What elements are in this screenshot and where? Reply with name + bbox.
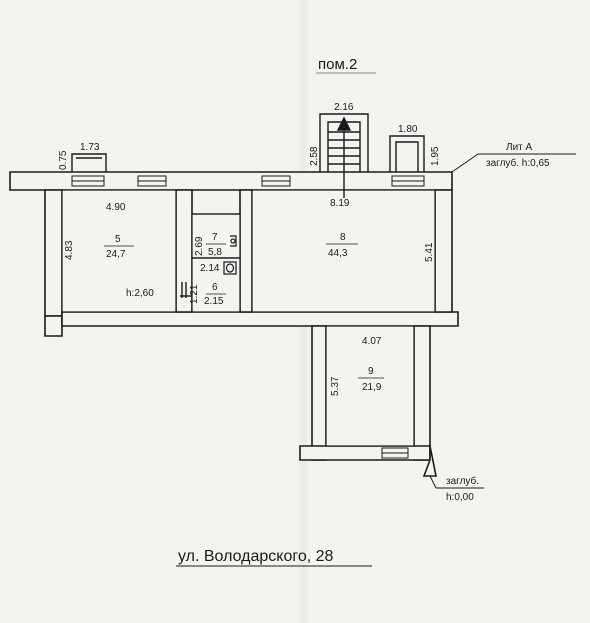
street-caption: ул. Володарского, 28 xyxy=(178,548,334,565)
dim-room9-width: 4.07 xyxy=(362,336,382,347)
toilet-icon xyxy=(223,261,237,275)
room-8 xyxy=(251,189,436,313)
lit-a-label: Лит А xyxy=(506,142,533,153)
wall-room9-bottom xyxy=(299,445,431,461)
room5-number: 5 xyxy=(115,234,121,245)
room5-area: 24,7 xyxy=(106,249,126,260)
room-5 xyxy=(61,189,177,313)
hatching xyxy=(180,282,192,298)
dim-room6-width-top: 2.14 xyxy=(200,263,220,274)
dim-entry-right-width: 1.80 xyxy=(398,124,418,135)
dim-room6-width-bottom: 2.15 xyxy=(204,296,224,307)
wall-jog xyxy=(422,445,437,477)
room8-number: 8 xyxy=(340,232,346,243)
wall-partition-7-8 xyxy=(239,189,253,313)
room7-number: 7 xyxy=(212,232,218,243)
dim-window-left-depth: 0.75 xyxy=(58,150,69,170)
lit-a-leader xyxy=(451,153,576,173)
room9-number: 9 xyxy=(368,366,374,377)
room-6 xyxy=(191,257,241,313)
wall-left-lower xyxy=(44,315,63,337)
wall-bottom xyxy=(61,311,459,327)
dim-room8-width: 8.19 xyxy=(330,198,350,209)
room6-number: 6 xyxy=(212,282,218,293)
room-interiors xyxy=(61,189,436,447)
labels: пом.2 ул. Володарского, 28 1.73 0.75 2.1… xyxy=(58,56,550,565)
wall-left xyxy=(44,189,63,317)
depth-bottom-label-2: h:0,00 xyxy=(446,492,474,503)
depth-bottom-label-1: заглуб. xyxy=(446,475,479,487)
entry-pit-right xyxy=(389,135,425,172)
walls xyxy=(9,171,459,477)
dim-room7-length: 2.69 xyxy=(194,236,205,256)
room7-area: 5,8 xyxy=(208,247,222,258)
stair-arrow-icon xyxy=(336,116,352,198)
windows xyxy=(71,175,425,459)
dim-room8-length: 5.41 xyxy=(424,242,435,262)
washbasin-icon xyxy=(230,235,237,247)
depth-top-label: заглуб. h:0,65 xyxy=(486,157,550,169)
wall-right xyxy=(434,189,453,313)
room5-height: h:2,60 xyxy=(126,288,154,299)
dim-room5-length: 4.83 xyxy=(64,240,75,260)
window-pit-left xyxy=(71,153,107,172)
room9-area: 21,9 xyxy=(362,382,382,393)
dim-room5-width: 4.90 xyxy=(106,202,126,213)
room-9 xyxy=(325,325,415,447)
room8-area: 44,3 xyxy=(328,248,348,259)
dim-room9-length: 5.37 xyxy=(330,376,341,396)
wall-room9-left xyxy=(311,325,327,461)
dim-stair-length: 2.58 xyxy=(309,146,320,166)
depth-bottom-leader xyxy=(429,475,484,489)
dim-room6-length: 1.21 xyxy=(189,284,200,304)
dim-entry-right-depth: 1.95 xyxy=(430,146,441,166)
dim-stair-width: 2.16 xyxy=(334,102,354,113)
dim-window-left-width: 1.73 xyxy=(80,142,100,153)
wall-room9-right xyxy=(413,325,431,461)
plan-title: пом.2 xyxy=(318,56,357,73)
